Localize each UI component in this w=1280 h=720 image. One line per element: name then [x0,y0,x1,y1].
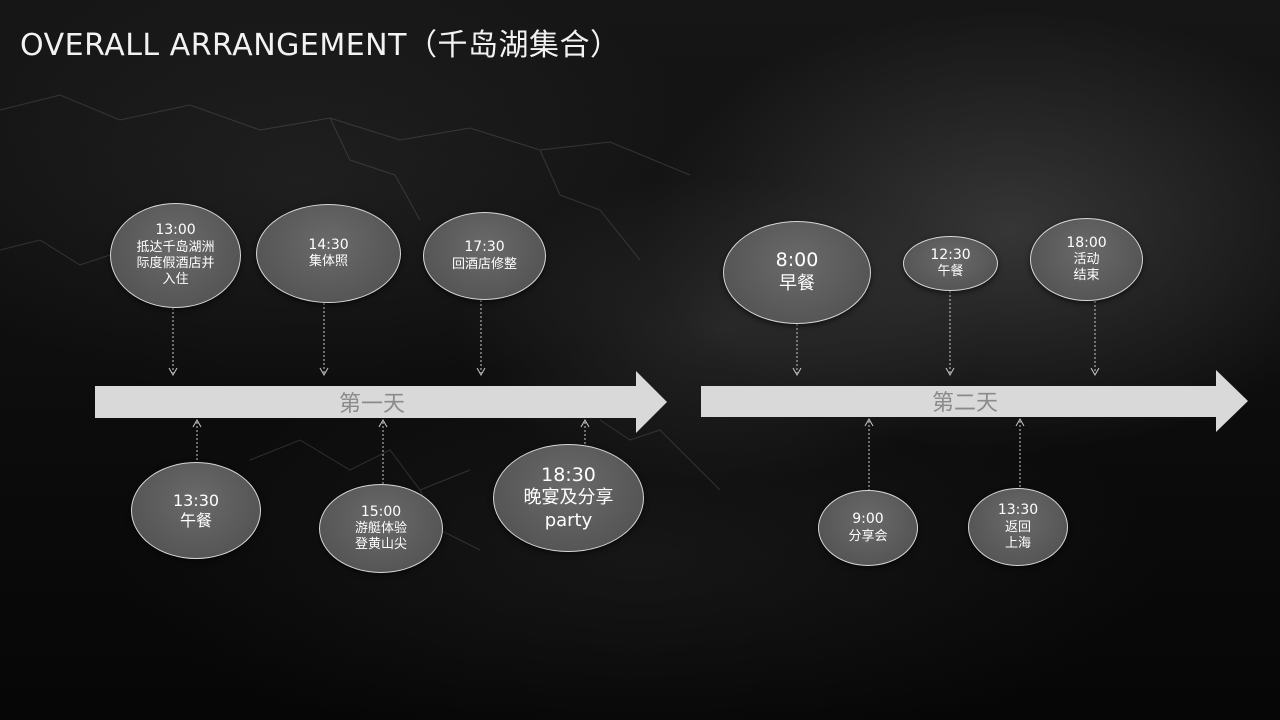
event-1730-hotel-rest: 17:30 回酒店修整 [423,212,546,300]
event-time: 17:30 [464,239,505,256]
event-time: 18:00 [1066,234,1107,251]
event-desc: 分享会 [848,528,888,544]
event-desc: 抵达千岛湖洲 际度假酒店并 入住 [136,239,215,288]
event-1330-lunch-day1: 13:30 午餐 [131,462,261,559]
event-0900-sharing: 9:00 分享会 [818,490,918,566]
event-desc: 早餐 [779,273,815,295]
day1-arrow [95,371,667,433]
event-time: 9:00 [852,511,884,528]
day2-label: 第二天 [932,391,998,416]
event-1830-dinner-party: 18:30 晚宴及分享 party [493,444,644,552]
event-time: 18:30 [541,463,596,486]
event-1500-yacht: 15:00 游艇体验 登黄山尖 [319,484,443,573]
event-time: 8:00 [775,249,819,272]
event-desc: 午餐 [937,264,964,280]
event-time: 14:30 [308,236,349,253]
event-desc: 活动 结束 [1073,252,1100,284]
event-1430-group-photo: 14:30 集体照 [256,204,401,303]
connectors-bottom [192,417,1025,490]
event-1800-end: 18:00 活动 结束 [1030,218,1143,301]
day2-arrow [701,370,1248,432]
event-time: 15:00 [360,503,402,520]
event-0800-breakfast: 8:00 早餐 [723,221,871,324]
event-desc: 集体照 [308,254,348,270]
event-desc: 晚宴及分享 party [523,487,614,531]
day1-label: 第一天 [339,392,405,417]
event-desc: 回酒店修整 [451,256,517,272]
event-1300-checkin: 13:00 抵达千岛湖洲 际度假酒店并 入住 [110,203,241,308]
event-desc: 返回 上海 [1004,519,1031,551]
event-time: 13:00 [155,222,196,239]
event-time: 13:30 [997,502,1039,518]
connectors-top [168,291,1100,377]
slide-title: OVERALL ARRANGEMENT（千岛湖集合） [20,28,621,63]
event-time: 13:30 [172,490,220,510]
event-desc: 游艇体验 登黄山尖 [354,521,407,553]
event-desc: 午餐 [179,510,212,530]
event-time: 12:30 [930,246,971,263]
event-1230-lunch-day2: 12:30 午餐 [903,236,998,291]
event-1330-return: 13:30 返回 上海 [968,488,1068,566]
